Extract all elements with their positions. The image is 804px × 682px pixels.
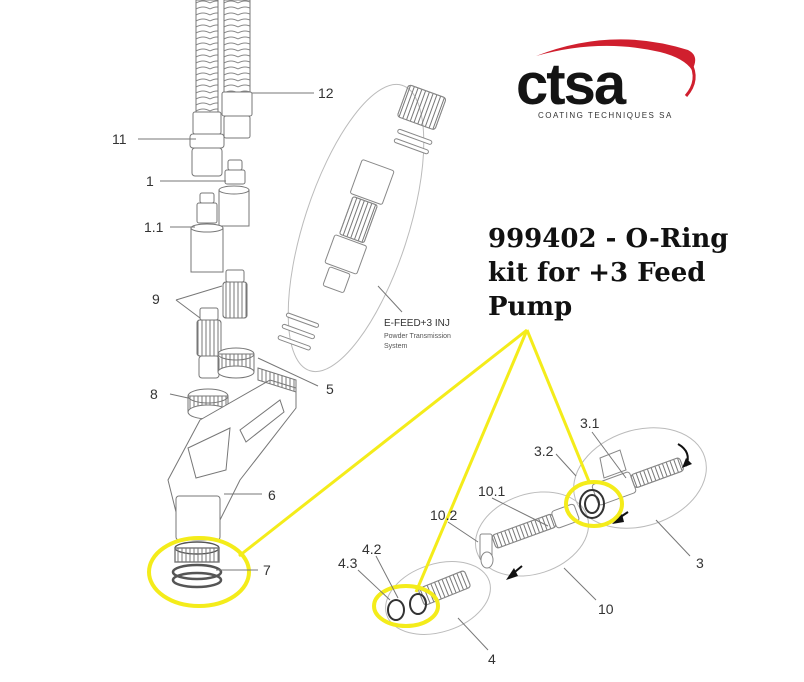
part-labels: 12 11 1 1.1 9 5 8 6 7 3.1 3.2 3 10.1 10.… (112, 85, 704, 667)
label-10-1: 10.1 (478, 483, 505, 499)
label-8: 8 (150, 386, 158, 402)
logo-wordmark: ctsa (516, 52, 627, 117)
highlight-ring-4 (372, 584, 440, 628)
system-subtitle-2: System (384, 343, 408, 350)
callout-line-2: kit for +3 Feed (488, 258, 706, 288)
label-7: 7 (263, 562, 271, 578)
label-5: 5 (326, 381, 334, 397)
system-title: E-FEED+3 INJ (384, 318, 450, 329)
highlight-ring-3-2 (564, 480, 624, 528)
label-3-2: 3.2 (534, 443, 554, 459)
label-9: 9 (152, 291, 160, 307)
nut-8 (187, 388, 229, 420)
logo-swoosh (536, 39, 696, 70)
label-6: 6 (268, 487, 276, 503)
callout-line-1: 999402 - O-Ring (488, 224, 729, 254)
highlight-ring-7 (147, 536, 251, 608)
label-4: 4 (488, 651, 496, 667)
system-label: E-FEED+3 INJ Powder Transmission System (384, 318, 451, 350)
label-1: 1 (146, 173, 154, 189)
label-4-3: 4.3 (338, 555, 358, 571)
callout-line-3: Pump (488, 292, 573, 322)
highlight-circles (147, 480, 624, 628)
assembly-10 (474, 491, 590, 577)
label-10: 10 (598, 601, 614, 617)
direction-arrows (506, 511, 629, 580)
assembly-3 (573, 427, 707, 529)
system-subtitle-1: Powder Transmission (384, 333, 451, 340)
ring-7 (171, 541, 223, 589)
label-3-1: 3.1 (580, 415, 600, 431)
label-4-2: 4.2 (362, 541, 382, 557)
pump-body-6 (167, 367, 297, 541)
fitting-1-1 (190, 192, 224, 273)
hoses (189, 0, 253, 177)
e-feed-system (277, 83, 446, 373)
highlighted-o-rings (387, 489, 605, 621)
ctsa-logo: ctsa COATING TECHNIQUES SA (516, 39, 696, 120)
nut-5 (217, 347, 255, 379)
kit-callout: 999402 - O-Ring kit for +3 Feed Pump (488, 222, 788, 324)
label-12: 12 (318, 85, 334, 101)
label-11: 11 (112, 131, 127, 147)
leader-lines (138, 92, 691, 651)
fittings-9 (196, 269, 248, 379)
logo-tagline: COATING TECHNIQUES SA (538, 111, 673, 120)
label-10-2: 10.2 (430, 507, 457, 523)
label-3: 3 (696, 555, 704, 571)
label-1-1: 1.1 (144, 219, 164, 235)
callout-lines (238, 328, 592, 593)
fitting-1 (218, 159, 250, 227)
